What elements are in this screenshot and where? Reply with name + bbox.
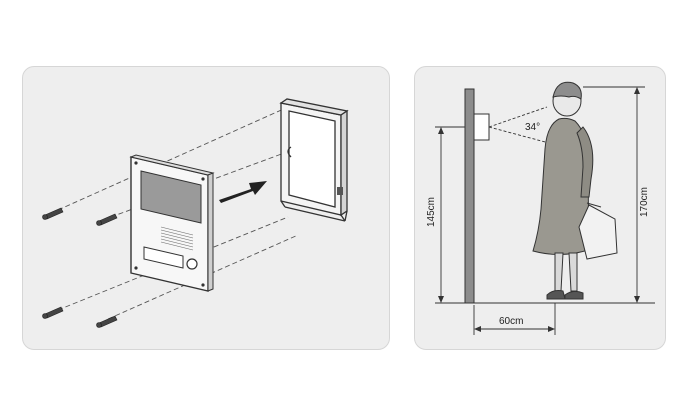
screw-icon	[42, 306, 64, 319]
screws	[42, 207, 118, 328]
call-button-icon	[186, 258, 198, 270]
speaker-grille	[160, 226, 194, 251]
camera-unit	[473, 113, 490, 141]
front-panel	[129, 154, 215, 292]
screw-icon	[96, 315, 118, 328]
mounting-height-diagram: 34° 145cm	[426, 81, 655, 335]
installation-diagram-panel	[22, 66, 390, 350]
installation-diagram	[42, 98, 349, 328]
camera-height-dimension	[435, 126, 465, 303]
angle-label: 34°	[525, 122, 540, 133]
arrow-icon	[219, 181, 267, 203]
mounting-height-panel: 34° 145cm	[414, 66, 666, 350]
view-angle-lines	[488, 106, 550, 144]
screw-icon	[96, 213, 118, 226]
screw-icon	[42, 207, 64, 220]
distance-dimension	[473, 303, 556, 335]
person-height-dimension	[583, 86, 645, 303]
camera-height-label: 145cm	[426, 197, 437, 227]
person-figure	[532, 81, 618, 300]
distance-label: 60cm	[499, 316, 523, 327]
mounting-box	[279, 98, 349, 222]
wall	[464, 88, 475, 304]
person-height-label: 170cm	[639, 187, 650, 217]
bag-icon	[578, 204, 618, 260]
